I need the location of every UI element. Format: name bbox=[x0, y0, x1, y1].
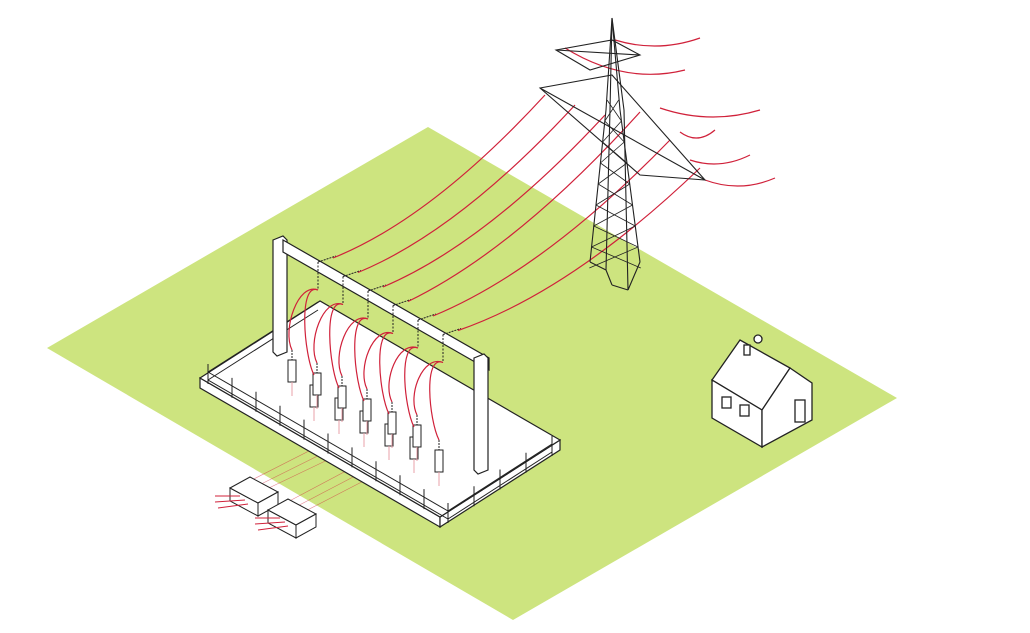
overhead-cable bbox=[382, 114, 606, 288]
house-window bbox=[721, 396, 732, 409]
ground-plane bbox=[47, 127, 897, 620]
overhead-cable bbox=[614, 37, 701, 47]
jumper-cable bbox=[329, 303, 344, 389]
jumper-cable bbox=[379, 332, 394, 415]
lattice-brace bbox=[598, 183, 633, 206]
lattice-brace bbox=[591, 225, 636, 248]
lattice-brace bbox=[600, 162, 630, 185]
strain-insulator bbox=[342, 270, 362, 277]
overhead-cable bbox=[457, 167, 701, 332]
lattice-brace bbox=[595, 183, 630, 206]
bushing bbox=[287, 359, 297, 383]
lattice-brace bbox=[604, 99, 620, 122]
overhead-cable bbox=[357, 104, 576, 274]
lattice-brace bbox=[595, 204, 636, 227]
lattice-brace bbox=[591, 246, 641, 269]
house-window bbox=[739, 404, 750, 417]
bushing bbox=[337, 385, 347, 409]
overhead-cable bbox=[679, 129, 716, 139]
duct-cable-ends bbox=[214, 495, 289, 531]
underground-cables bbox=[239, 419, 411, 519]
lattice-brace bbox=[589, 246, 639, 269]
lattice-brace bbox=[602, 120, 622, 143]
strain-insulator bbox=[417, 313, 437, 321]
fence-rail bbox=[207, 301, 319, 373]
house-door bbox=[794, 399, 806, 423]
lattice-brace bbox=[600, 141, 625, 164]
lattice-brace bbox=[593, 204, 633, 227]
lattice-brace bbox=[597, 162, 628, 185]
strain-insulator bbox=[367, 284, 387, 292]
overhead-cable bbox=[564, 47, 686, 75]
insulators bbox=[287, 255, 462, 486]
bushing bbox=[387, 411, 397, 435]
strain-insulator bbox=[442, 328, 462, 335]
cable-ducts bbox=[228, 476, 318, 539]
jumper-cable bbox=[338, 317, 369, 377]
jumper-cable bbox=[404, 346, 419, 428]
bushing bbox=[312, 372, 322, 396]
lattice-brace bbox=[606, 99, 622, 122]
jumper-cable bbox=[363, 331, 394, 390]
strain-insulator bbox=[392, 299, 412, 306]
overhead-cable bbox=[689, 154, 751, 165]
bushing bbox=[434, 449, 444, 473]
jumper-cable bbox=[413, 360, 444, 416]
jumper-cable bbox=[304, 289, 319, 376]
lattice-brace bbox=[604, 120, 625, 143]
house bbox=[711, 334, 813, 449]
jumper-cable bbox=[354, 318, 369, 402]
bushing bbox=[412, 424, 422, 448]
strain-insulator bbox=[317, 255, 337, 263]
jumper-cable bbox=[429, 361, 444, 441]
jumper-cable bbox=[288, 288, 319, 351]
tower-lattice bbox=[589, 99, 641, 269]
fence-rail bbox=[207, 309, 319, 381]
overhead-cable bbox=[407, 111, 641, 303]
jumper-cable bbox=[313, 303, 344, 364]
fence bbox=[207, 301, 553, 523]
jumper-cable bbox=[388, 346, 419, 403]
lattice-brace bbox=[602, 141, 628, 164]
bushing bbox=[362, 398, 372, 422]
lattice-brace bbox=[593, 225, 639, 248]
overhead-cable bbox=[704, 177, 776, 187]
overhead-cable bbox=[659, 107, 761, 118]
gantry bbox=[272, 235, 490, 475]
overhead-cable bbox=[332, 94, 546, 259]
